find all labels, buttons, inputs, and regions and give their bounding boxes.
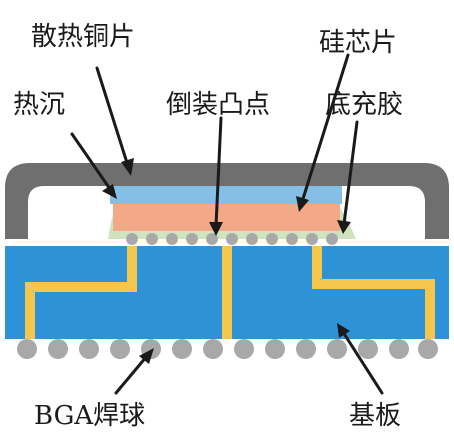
bga-ball: [296, 339, 316, 359]
thermal-interface-layer: [110, 186, 342, 204]
bga-ball: [48, 339, 68, 359]
substrate-traces: [25, 246, 435, 339]
trace-center: [222, 246, 232, 339]
label-substrate: 基板: [349, 401, 401, 431]
bump: [186, 233, 198, 245]
bump: [326, 233, 338, 245]
bga-ball: [110, 339, 130, 359]
bga-balls: [17, 339, 438, 359]
label-thermal-interface: 热沉: [13, 90, 65, 120]
label-heat-spreader: 散热铜片: [31, 22, 135, 52]
heat-spreader-lid: [5, 163, 449, 239]
bump: [286, 233, 298, 245]
bga-ball: [265, 339, 285, 359]
bump: [206, 233, 218, 245]
bga-ball: [17, 339, 37, 359]
bump: [146, 233, 158, 245]
arrow-silicon-die: [296, 53, 350, 212]
arrow-substrate: [337, 323, 384, 395]
bga-ball: [234, 339, 254, 359]
label-flip-chip-bumps: 倒装凸点: [166, 90, 270, 120]
bga-ball: [389, 339, 409, 359]
bump: [246, 233, 258, 245]
arrow-heat-spreader: [95, 66, 134, 176]
silicon-die: [113, 204, 340, 231]
bga-ball: [358, 339, 378, 359]
label-silicon-die: 硅芯片: [319, 28, 397, 58]
flip-chip-bumps: [126, 233, 338, 245]
bga-ball: [327, 339, 347, 359]
bump: [306, 233, 318, 245]
arrow-thermal-interface: [70, 132, 117, 199]
arrow-underfill: [337, 120, 359, 234]
bump: [266, 233, 278, 245]
bump: [166, 233, 178, 245]
bump: [226, 233, 238, 245]
bump: [126, 233, 138, 245]
arrow-flip-chip-bumps: [209, 116, 223, 236]
label-underfill: 底充胶: [325, 90, 403, 120]
bga-ball: [418, 339, 438, 359]
bga-ball: [172, 339, 192, 359]
arrow-bga-balls: [114, 348, 154, 395]
bga-ball: [79, 339, 99, 359]
callout-arrows: [70, 53, 384, 395]
label-bga-balls: BGA焊球: [34, 401, 145, 431]
bga-ball: [203, 339, 223, 359]
